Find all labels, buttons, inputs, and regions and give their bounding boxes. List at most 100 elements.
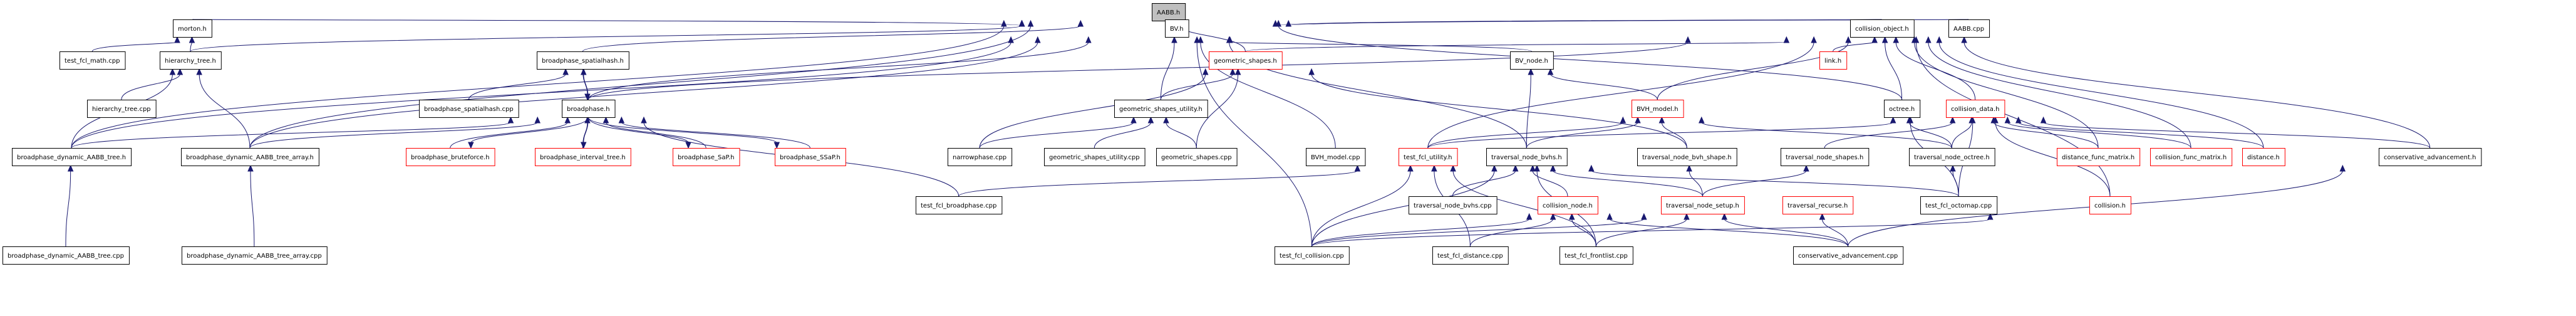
- node-box[interactable]: [2242, 148, 2285, 166]
- node-box[interactable]: [1948, 19, 1990, 38]
- node-box[interactable]: [1632, 100, 1684, 118]
- graph-node-collision-object-h[interactable]: collision_object.h: [1850, 19, 1915, 38]
- graph-node-bv-h[interactable]: BV.h: [1165, 19, 1189, 38]
- graph-node-hierarchy-tree-cpp[interactable]: hierarchy_tree.cpp: [87, 100, 157, 118]
- graph-node-aabb-cpp[interactable]: AABB.cpp: [1948, 19, 1990, 38]
- graph-node-bvh-model-h[interactable]: BVH_model.h: [1632, 100, 1684, 118]
- graph-node-broadphase-spatialhash-h[interactable]: broadphase_spatialhash.h: [537, 51, 629, 70]
- node-box[interactable]: [2089, 196, 2131, 214]
- graph-node-test-fcl-utility-h[interactable]: test_fcl_utility.h: [1399, 148, 1458, 166]
- graph-node-test-fcl-collision-cpp[interactable]: test_fcl_collision.cpp: [1275, 246, 1350, 265]
- node-box[interactable]: [2150, 148, 2233, 166]
- node-box[interactable]: [948, 148, 1013, 166]
- graph-node-bdaabb-tree-array-h[interactable]: broadphase_dynamic_AABB_tree_array.h: [181, 148, 319, 166]
- node-box[interactable]: [1946, 100, 2005, 118]
- node-box[interactable]: [1793, 246, 1904, 265]
- node-box[interactable]: [537, 51, 629, 70]
- node-box[interactable]: [1909, 148, 1995, 166]
- node-box[interactable]: [160, 51, 222, 70]
- node-box[interactable]: [916, 196, 1003, 214]
- graph-node-test-fcl-math-cpp[interactable]: test_fcl_math.cpp: [59, 51, 126, 70]
- graph-node-collision-func-matrix-h[interactable]: collision_func_matrix.h: [2150, 148, 2233, 166]
- graph-node-traversal-node-bvh-shape-h[interactable]: traversal_node_bvh_shape.h: [1637, 148, 1737, 166]
- node-box[interactable]: [182, 246, 328, 265]
- node-box[interactable]: [1560, 246, 1633, 265]
- graph-node-morton-h[interactable]: morton.h: [173, 19, 212, 38]
- node-box[interactable]: [1538, 196, 1598, 214]
- node-box[interactable]: [1044, 148, 1146, 166]
- node-box[interactable]: [1884, 100, 1921, 118]
- graph-node-traversal-node-setup-h[interactable]: traversal_node_setup.h: [1661, 196, 1745, 214]
- graph-node-broadphase-h[interactable]: broadphase.h: [562, 100, 616, 118]
- graph-node-bdaabb-tree-h[interactable]: broadphase_dynamic_AABB_tree.h: [12, 148, 132, 166]
- node-box[interactable]: [419, 100, 519, 118]
- node-box[interactable]: [1432, 246, 1509, 265]
- graph-node-test-fcl-frontlist-cpp[interactable]: test_fcl_frontlist.cpp: [1560, 246, 1633, 265]
- graph-node-bdaabb-tree-cpp[interactable]: broadphase_dynamic_AABB_tree.cpp: [3, 246, 130, 265]
- graph-node-octree-h[interactable]: octree.h: [1884, 100, 1921, 118]
- node-box[interactable]: [1275, 246, 1350, 265]
- node-box[interactable]: [1306, 148, 1366, 166]
- graph-node-collision-h[interactable]: collision.h: [2089, 196, 2131, 214]
- graph-node-broadphase-interval-tree-h[interactable]: broadphase_interval_tree.h: [535, 148, 631, 166]
- graph-node-traversal-node-octree-h[interactable]: traversal_node_octree.h: [1909, 148, 1995, 166]
- node-box[interactable]: [673, 148, 740, 166]
- node-box[interactable]: [173, 19, 212, 38]
- graph-node-geometric-shapes-utility-cpp[interactable]: geometric_shapes_utility.cpp: [1044, 148, 1146, 166]
- node-box[interactable]: [562, 100, 616, 118]
- node-box[interactable]: [1782, 196, 1854, 214]
- graph-node-test-fcl-broadphase-cpp[interactable]: test_fcl_broadphase.cpp: [916, 196, 1003, 214]
- graph-node-broadphase-sap-h[interactable]: broadphase_SaP.h: [673, 148, 740, 166]
- graph-node-traversal-node-bvhs-h[interactable]: traversal_node_bvhs.h: [1486, 148, 1568, 166]
- graph-node-geometric-shapes-cpp[interactable]: geometric_shapes.cpp: [1156, 148, 1238, 166]
- node-box[interactable]: [1114, 100, 1208, 118]
- graph-node-traversal-recurse-h[interactable]: traversal_recurse.h: [1782, 196, 1854, 214]
- node-box[interactable]: [1819, 51, 1848, 70]
- graph-node-geometric-shapes-utility-h[interactable]: geometric_shapes_utility.h: [1114, 100, 1208, 118]
- graph-node-collision-data-h[interactable]: collision_data.h: [1946, 100, 2005, 118]
- graph-node-bdaabb-tree-array-cpp[interactable]: broadphase_dynamic_AABB_tree_array.cpp: [182, 246, 328, 265]
- graph-node-traversal-node-bvhs-cpp[interactable]: traversal_node_bvhs.cpp: [1409, 196, 1497, 214]
- graph-node-broadphase-spatialhash-cpp[interactable]: broadphase_spatialhash.cpp: [419, 100, 519, 118]
- node-box[interactable]: [87, 100, 157, 118]
- node-box[interactable]: [2057, 148, 2141, 166]
- graph-node-collision-node-h[interactable]: collision_node.h: [1538, 196, 1598, 214]
- graph-node-test-fcl-octomap-cpp[interactable]: test_fcl_octomap.cpp: [1920, 196, 1998, 214]
- node-box[interactable]: [12, 148, 132, 166]
- graph-node-link-h[interactable]: link.h: [1819, 51, 1848, 70]
- node-box[interactable]: [1781, 148, 1870, 166]
- graph-node-traversal-node-shapes-h[interactable]: traversal_node_shapes.h: [1781, 148, 1870, 166]
- graph-node-distance-h[interactable]: distance.h: [2242, 148, 2285, 166]
- graph-node-broadphase-bruteforce-h[interactable]: broadphase_bruteforce.h: [406, 148, 495, 166]
- graph-node-bv-node-h[interactable]: BV_node.h: [1510, 51, 1554, 70]
- node-box[interactable]: [59, 51, 126, 70]
- node-box[interactable]: [1152, 3, 1186, 21]
- graph-node-narrowphase-cpp[interactable]: narrowphase.cpp: [948, 148, 1013, 166]
- graph-node-broadphase-ssap-h[interactable]: broadphase_SSaP.h: [775, 148, 846, 166]
- node-box[interactable]: [1165, 19, 1189, 38]
- node-box[interactable]: [1486, 148, 1568, 166]
- node-box[interactable]: [1510, 51, 1554, 70]
- node-box[interactable]: [2379, 148, 2482, 166]
- node-box[interactable]: [406, 148, 495, 166]
- node-box[interactable]: [775, 148, 846, 166]
- graph-node-bvh-model-cpp[interactable]: BVH_model.cpp: [1306, 148, 1366, 166]
- node-box[interactable]: [1637, 148, 1737, 166]
- graph-node-distance-func-matrix-h[interactable]: distance_func_matrix.h: [2057, 148, 2141, 166]
- graph-node-conservative-advancement-cpp[interactable]: conservative_advancement.cpp: [1793, 246, 1904, 265]
- node-box[interactable]: [1920, 196, 1998, 214]
- node-box[interactable]: [535, 148, 631, 166]
- node-box[interactable]: [1661, 196, 1745, 214]
- graph-node-test-fcl-distance-cpp[interactable]: test_fcl_distance.cpp: [1432, 246, 1509, 265]
- node-box[interactable]: [3, 246, 130, 265]
- node-box[interactable]: [1209, 51, 1283, 70]
- graph-node-geometric-shapes-h[interactable]: geometric_shapes.h: [1209, 51, 1283, 70]
- graph-node-conservative-advancement-h[interactable]: conservative_advancement.h: [2379, 148, 2482, 166]
- node-box[interactable]: [1156, 148, 1238, 166]
- node-box[interactable]: [1850, 19, 1915, 38]
- node-box[interactable]: [181, 148, 319, 166]
- node-box[interactable]: [1399, 148, 1458, 166]
- node-box[interactable]: [1409, 196, 1497, 214]
- graph-node-aabb-h[interactable]: AABB.h: [1152, 3, 1186, 21]
- graph-node-hierarchy-tree-h[interactable]: hierarchy_tree.h: [160, 51, 222, 70]
